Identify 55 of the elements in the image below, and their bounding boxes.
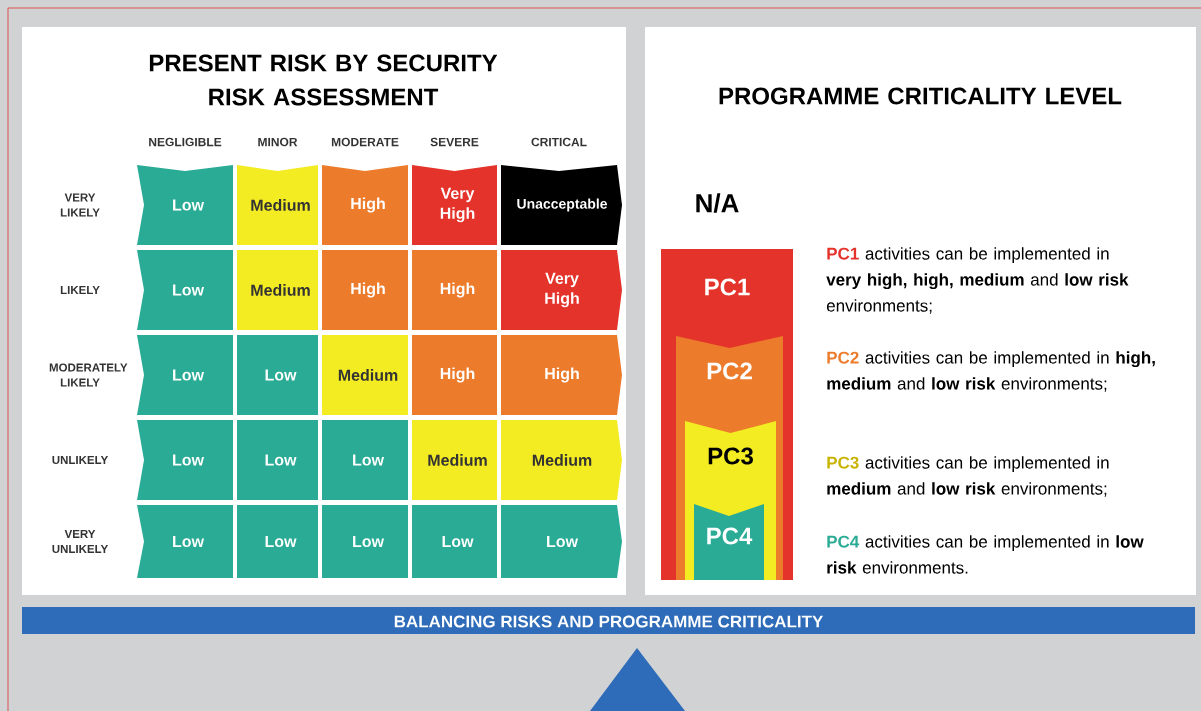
risk-cell: Medium (322, 335, 408, 415)
row-header: VERY UNLIKELY (52, 530, 109, 553)
fulcrum-triangle (590, 648, 685, 711)
panel-title: PROGRAMME CRITICALITY LEVEL (719, 87, 1122, 105)
risk-cell: Very High (412, 165, 497, 245)
risk-cell: Low (501, 505, 622, 578)
risk-cell: Unacceptable (501, 165, 622, 245)
risk-cell: Medium (412, 420, 497, 500)
not-applicable-text: N/A (696, 193, 739, 213)
row-header: MODERATELY LIKELY (49, 363, 128, 387)
risk-cell: High (322, 250, 408, 330)
risk-cell: Low (137, 165, 233, 245)
risk-cell: Low (322, 505, 408, 578)
label: activities can be implemented in (865, 247, 1109, 264)
risk-cell: Medium (237, 250, 318, 330)
risk-cell: Low (137, 250, 233, 330)
column-header: MODERATE (331, 137, 399, 147)
label: very high, high, medium and low risk (826, 273, 1129, 290)
label: risk environments. (827, 561, 968, 574)
column-header: MINOR (258, 137, 298, 147)
risk-cell: Low (137, 335, 233, 415)
risk-cell: High (412, 250, 497, 330)
risk-cell: Low (412, 505, 497, 578)
row-header: LIKELY (60, 286, 100, 294)
row-header: VERY LIKELY (60, 193, 100, 217)
risk-cell: Low (237, 505, 318, 578)
label: environments; (826, 299, 932, 314)
risk-cell: Low (137, 505, 233, 578)
risk-cell: Medium (501, 420, 622, 500)
row-header: UNLIKELY (52, 456, 109, 464)
column-header: NEGLIGIBLE (149, 137, 222, 147)
risk-cell: Very High (501, 250, 622, 330)
label: PC2 (827, 351, 859, 364)
label: medium and low risk environments; (827, 377, 1107, 392)
risk-cell: Medium (237, 165, 318, 245)
risk-cell: Low (137, 420, 233, 500)
risk-cell: Low (322, 420, 408, 500)
risk-cell: High (501, 335, 622, 415)
column-header: SEVERE (430, 137, 479, 147)
criticality-box: PC4 (694, 504, 764, 580)
panel-title: PRESENT RISK BY SECURITY RISK ASSESSMENT (149, 54, 498, 106)
risk-cell: Low (237, 420, 318, 500)
label: activities can be implemented in low (865, 535, 1144, 552)
label: PC1 (827, 247, 859, 260)
column-header: CRITICAL (531, 137, 587, 147)
risk-cell: High (412, 335, 497, 415)
description-text: PC1 activities can be implemented in very high, high, medium and low risk environments; (826, 247, 1129, 314)
label: activities can be implemented in high, (865, 351, 1155, 368)
label: PC4 (827, 535, 860, 548)
banner-bar: BALANCING RISKS AND PROGRAMME CRITICALITY (22, 607, 1195, 634)
description-text: PC3 activities can be implemented in medium and low risk environments; (827, 456, 1109, 497)
description-text: PC4 activities can be implemented in low risk environments. (827, 535, 1144, 574)
risk-cell: Low (237, 335, 318, 415)
risk-cell: High (322, 165, 408, 245)
description-text: PC2 activities can be implemented in high, medium and low risk environments; (827, 351, 1155, 392)
